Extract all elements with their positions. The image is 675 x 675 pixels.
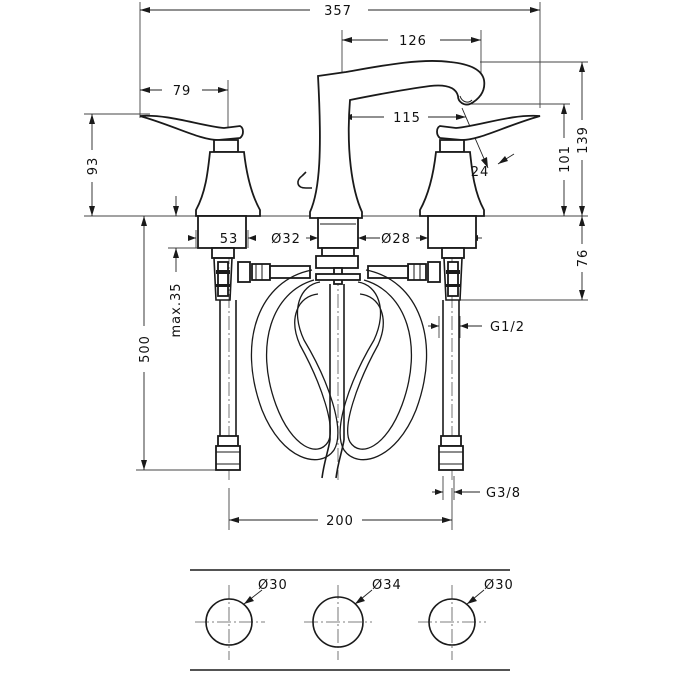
dim-spout-base: Ø32 [271, 232, 301, 247]
dim-max-thickness: max.35 [169, 283, 184, 338]
dim-total-height: 139 [576, 126, 591, 154]
spout-body [297, 60, 486, 479]
dim-center-spacing: 200 [326, 514, 354, 529]
left-handle-valve [139, 114, 261, 471]
hole-left-label: Ø30 [258, 578, 288, 593]
center-hole [312, 596, 364, 648]
dim-handle-width: 79 [173, 84, 192, 99]
dim-inlet-thread: G1/2 [490, 320, 525, 335]
dim-spout-reach: 126 [399, 34, 427, 49]
dim-handle-height: 93 [86, 157, 101, 176]
dim-hose-length: 500 [138, 335, 153, 363]
hole-right-label: Ø30 [484, 578, 514, 593]
dim-valve-base: 53 [220, 232, 239, 247]
dim-nozzle-size: 24 [471, 165, 490, 180]
dim-shank-length: 76 [576, 249, 591, 268]
left-hole [205, 598, 253, 646]
right-handle-valve [419, 114, 541, 471]
dim-shank-dia: Ø28 [381, 232, 411, 247]
dim-spout-offset: 115 [393, 111, 421, 126]
right-hole [428, 598, 476, 646]
dimension-labels: 357 126 79 115 93 101 139 24 53 Ø32 Ø28 … [86, 4, 591, 593]
hole-center-label: Ø34 [372, 578, 402, 593]
dim-overall-width: 357 [324, 4, 352, 19]
flexible-hoses [250, 269, 428, 461]
dim-supply-thread: G3/8 [486, 486, 521, 501]
dim-spout-height: 101 [558, 145, 573, 173]
mounting-plate [190, 569, 510, 671]
